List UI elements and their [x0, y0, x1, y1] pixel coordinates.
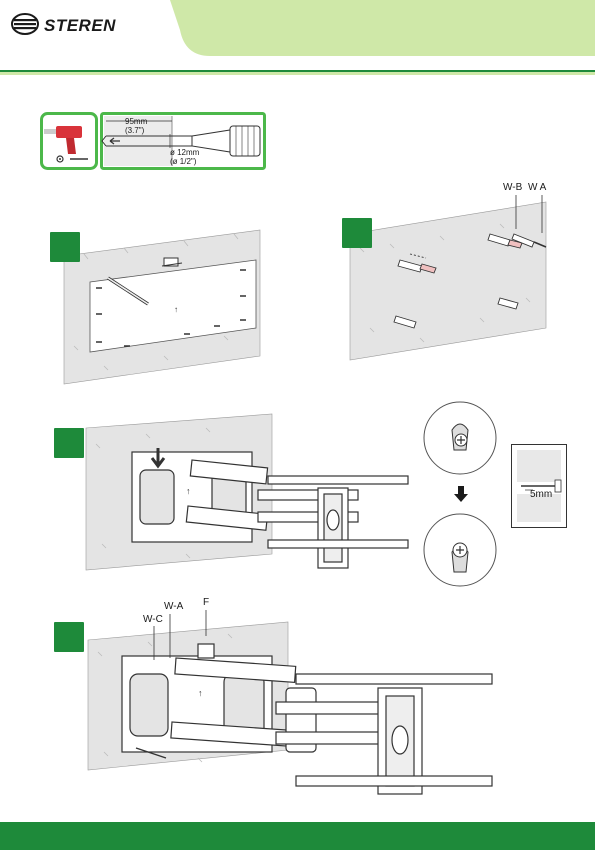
step-3-badge [54, 428, 84, 458]
label-wb: W-B [503, 182, 523, 193]
svg-text:↑: ↑ [198, 688, 203, 698]
header-divider-light [0, 72, 595, 75]
step-2-wall [349, 201, 547, 361]
step-4-mount: ↑ [121, 643, 493, 795]
step-2-badge [342, 218, 372, 248]
drill-diameter-in: (ø 1/2") [170, 157, 197, 166]
label-f: F [203, 597, 210, 608]
drill-depth-in: (3.7") [125, 126, 145, 135]
drill-icon-panel [40, 112, 98, 170]
step-1-badge [50, 232, 80, 262]
wall-plate-template [89, 259, 257, 353]
step-1-wall: ↑ [63, 229, 261, 385]
steren-logo [11, 13, 39, 35]
step-2-leaders [515, 195, 543, 233]
footer-band [0, 822, 595, 850]
wall-anchors [393, 233, 547, 329]
label-wa: W-A [164, 601, 184, 612]
label-wc: W-C [143, 614, 163, 625]
brand-name: STEREN [44, 16, 116, 35]
svg-text:↑: ↑ [174, 305, 178, 314]
drill-diameter-mm: ø 12mm [170, 148, 200, 157]
step-4-leaders [153, 610, 207, 660]
screw-gap-inset [511, 444, 567, 528]
step-3-mount: ↑ [131, 448, 409, 569]
drill-depth-diagram [100, 112, 266, 170]
svg-text:↑: ↑ [186, 486, 191, 496]
drill-icon [44, 126, 88, 163]
down-arrow-icon [454, 486, 468, 502]
screw-gap-label: 5mm [530, 489, 553, 500]
step-4-badge [54, 622, 84, 652]
keyhole-zoom-before [423, 401, 497, 475]
drill-depth-mm: 95mm [125, 117, 148, 126]
header-band [0, 0, 595, 56]
header-divider [0, 70, 595, 72]
label-wa: W A [528, 182, 547, 193]
keyhole-zoom-after [423, 513, 497, 587]
